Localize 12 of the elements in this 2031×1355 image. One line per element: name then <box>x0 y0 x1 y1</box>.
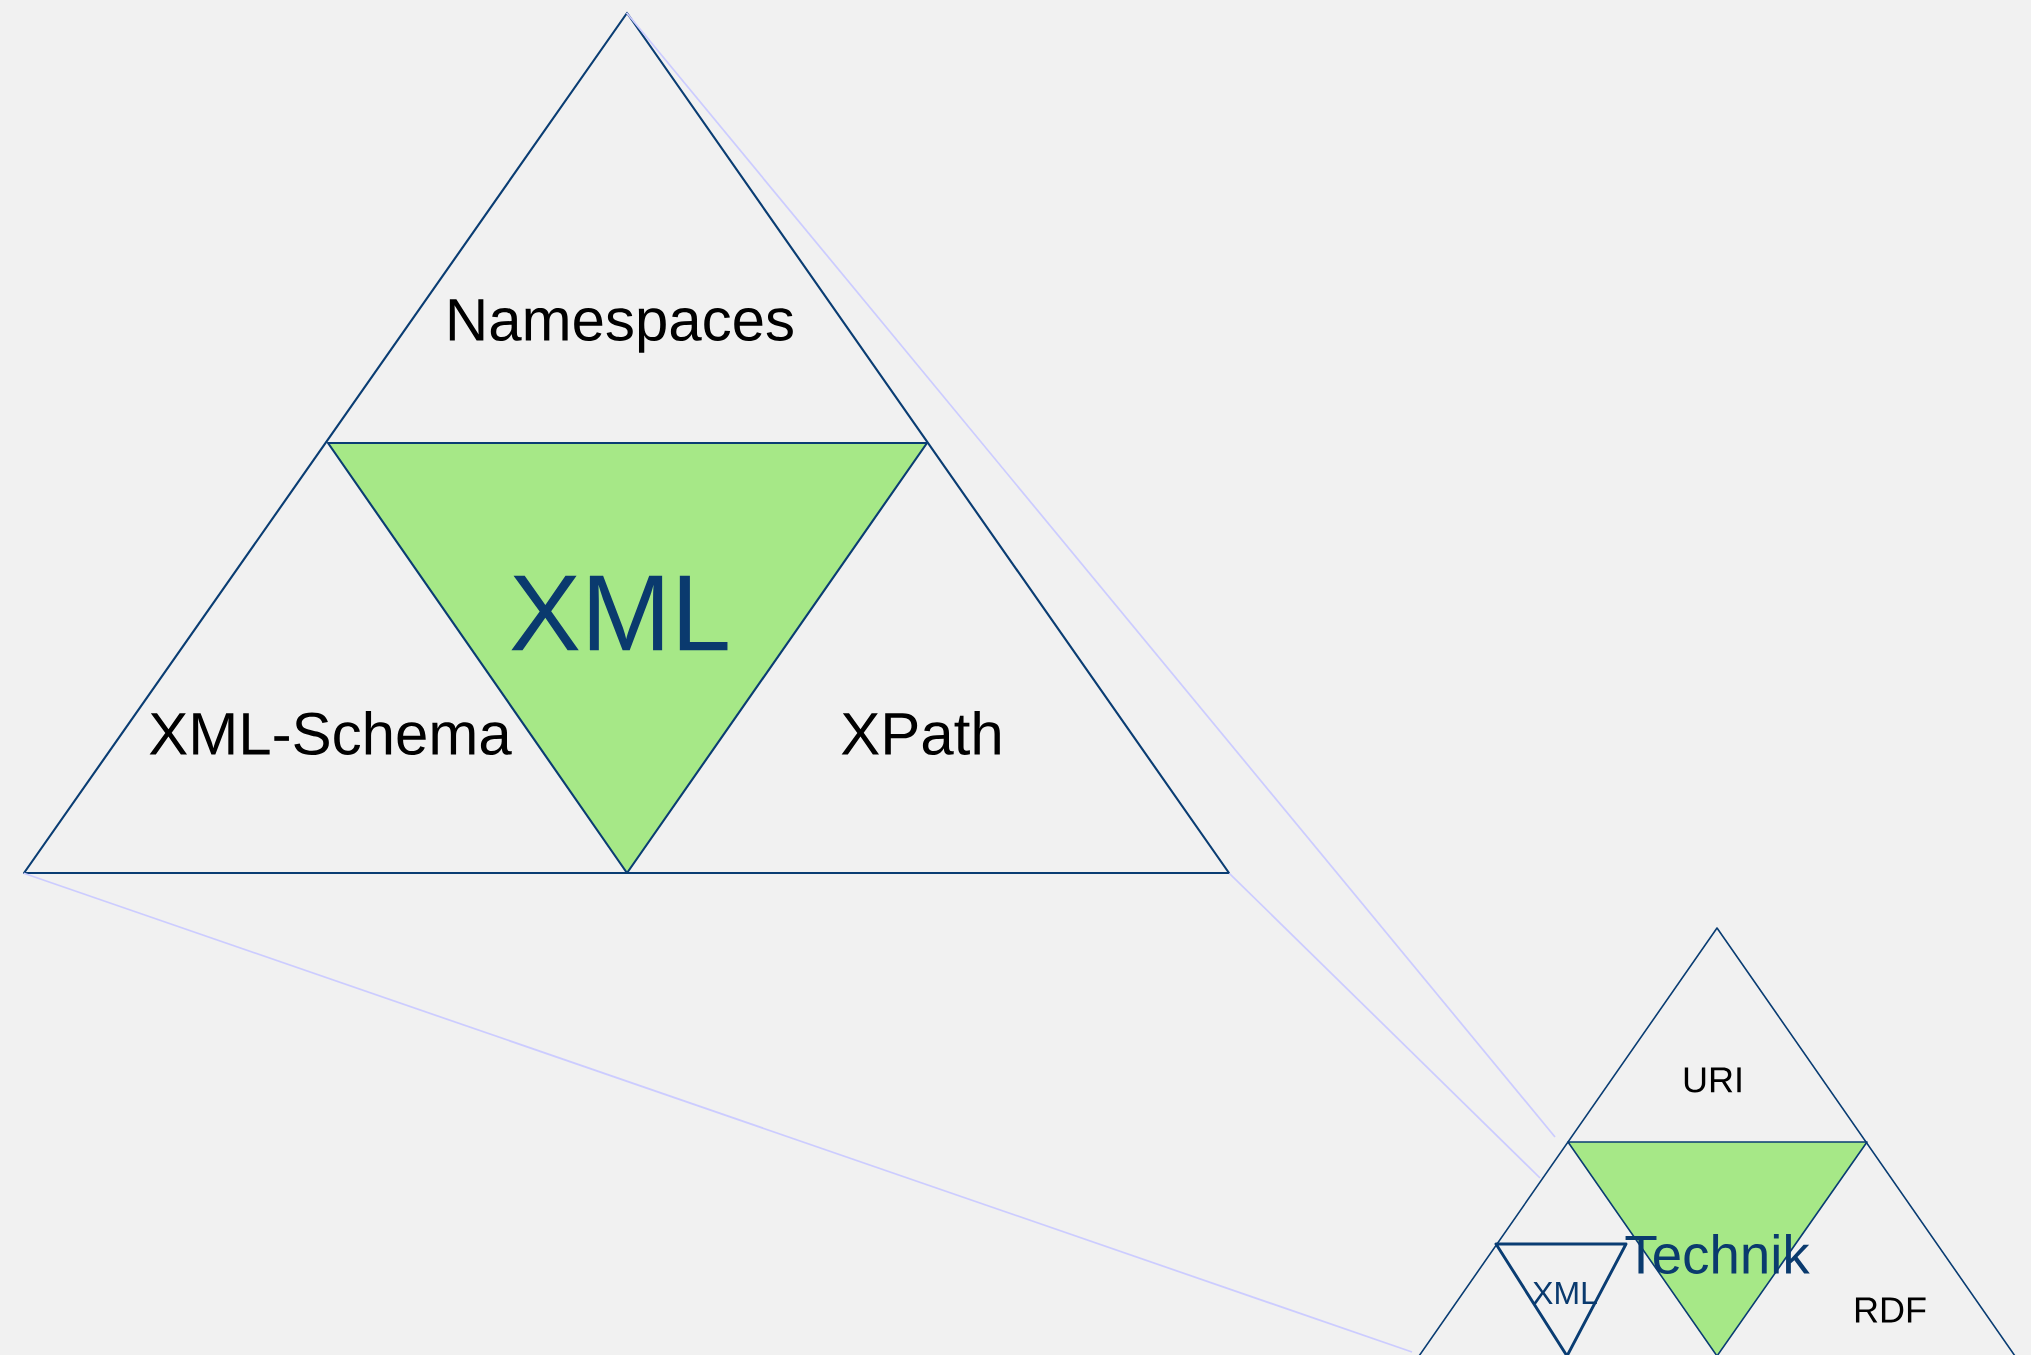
label: XML <box>511 575 728 651</box>
label: RDF <box>1855 1297 1926 1323</box>
zoom-line <box>22 872 1413 1353</box>
zoom-line <box>625 11 1556 1138</box>
label: Namespaces <box>449 299 793 353</box>
label: XPath <box>841 710 1000 756</box>
label: XML <box>1532 1282 1597 1304</box>
label: URI <box>1684 1067 1741 1093</box>
triangle <box>1418 927 2016 1355</box>
triangle <box>22 11 1231 875</box>
zoom-line <box>1228 872 1541 1179</box>
label: XML-Schema <box>149 710 512 756</box>
